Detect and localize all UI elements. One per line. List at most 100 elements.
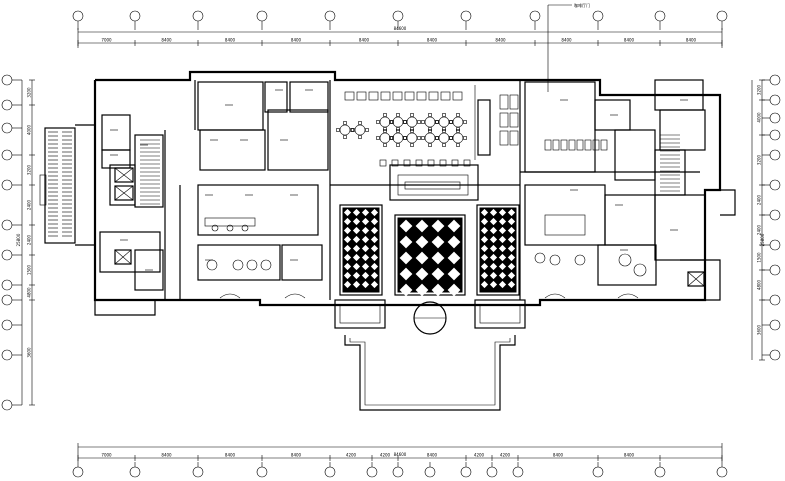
cafe-table (424, 116, 436, 128)
booth-seat (416, 91, 427, 101)
grid-bubble-left (1, 74, 13, 86)
dimension-label: 4200 (474, 453, 485, 458)
round-table (260, 259, 272, 271)
grid-bubble-bottom (424, 466, 436, 478)
dimension-label: 8400 (225, 453, 236, 458)
grid-bubble-bottom (324, 466, 336, 478)
grid-bubble-right (769, 209, 781, 221)
front-wall-windows (219, 293, 639, 299)
grid-bubble-top (324, 10, 336, 22)
dimension-label: 1500 (757, 252, 762, 263)
cafe-table (452, 116, 464, 128)
dimension-label: 2400 (27, 199, 32, 210)
cafe-table (339, 124, 351, 136)
grid-bubble-top (129, 10, 141, 22)
grid-bubble-bottom (486, 466, 498, 478)
dimension-label: 4000 (757, 112, 762, 123)
kitchen-equipment (509, 94, 519, 110)
kitchen-equipment (584, 139, 592, 151)
grid-bubble-right (769, 112, 781, 124)
dimension-label: 4000 (27, 124, 32, 135)
window-arc (284, 293, 306, 299)
cafe-table (424, 132, 436, 144)
grid-bubble-left (1, 294, 13, 306)
grid-bubble-top (192, 10, 204, 22)
grid-bubble-right (769, 129, 781, 141)
dimension-label: 8400 (553, 453, 564, 458)
dimension-label: 4800 (27, 287, 32, 298)
dimension-label: 8400 (495, 38, 506, 43)
top-grid-bubbles (72, 10, 728, 30)
right-grid-bubbles (762, 74, 781, 361)
grid-bubble-top (529, 10, 541, 22)
dimension-label: 2400 (757, 224, 762, 235)
lobby-pattern-right (476, 204, 520, 296)
dimension-label: 8400 (624, 38, 635, 43)
cafe-table (379, 116, 391, 128)
grid-bubble-top (392, 10, 404, 22)
window-arc (544, 293, 566, 299)
dimension-label: 8400 (291, 453, 302, 458)
conference-table (544, 214, 586, 236)
bar-stool (415, 159, 423, 167)
bar-stool (427, 159, 435, 167)
dimension-label: 8400 (225, 38, 236, 43)
dimension-label: 4800 (757, 279, 762, 290)
dimension-label: 8400 (161, 453, 172, 458)
bar-stool (463, 159, 471, 167)
dimension-label: 2400 (757, 194, 762, 205)
dimension-label: 8400 (624, 453, 635, 458)
kitchen-equipment (568, 139, 576, 151)
bar-stool (451, 159, 459, 167)
grid-bubble-left (1, 122, 13, 134)
bar-stool (439, 159, 447, 167)
grid-bubble-top (460, 10, 472, 22)
cafe-table (438, 116, 450, 128)
grid-bubble-bottom (592, 466, 604, 478)
cafe-table (452, 132, 464, 144)
kitchen-equipment (552, 139, 560, 151)
kitchen-equipment (499, 112, 509, 128)
dimension-label: 3200 (757, 84, 762, 95)
elevators (114, 167, 705, 287)
lobby-bar (389, 85, 491, 201)
booth-seat (404, 91, 415, 101)
overall-dimension-bottom: 84600 (394, 452, 407, 457)
dimension-label: 8400 (359, 38, 370, 43)
cafe-table (379, 132, 391, 144)
grid-bubble-left (1, 219, 13, 231)
bar-stool (391, 159, 399, 167)
entrance-canopy (334, 299, 526, 411)
office-chair (241, 224, 249, 232)
kitchen-equipment (499, 130, 509, 146)
bottom-grid-bubbles (72, 462, 728, 478)
round-table (232, 259, 244, 271)
dimension-label: 3600 (27, 347, 32, 358)
round-table (206, 259, 218, 271)
dimension-label: 8400 (291, 38, 302, 43)
grid-bubble-right (769, 94, 781, 106)
cafe-table (406, 116, 418, 128)
kitchen-equipment (576, 139, 584, 151)
grid-bubble-bottom (716, 466, 728, 478)
kitchen-equipment (509, 112, 519, 128)
grid-bubble-bottom (129, 466, 141, 478)
cafe-table (406, 132, 418, 144)
booth-seat (392, 91, 403, 101)
grid-bubble-bottom (654, 466, 666, 478)
grid-bubble-left (1, 319, 13, 331)
grid-bubble-top (654, 10, 666, 22)
grid-bubble-bottom (72, 466, 84, 478)
grid-bubble-top (72, 10, 84, 22)
right-stairs (660, 134, 680, 192)
dimension-label: 8400 (427, 453, 438, 458)
cafe-seating (204, 91, 647, 277)
overall-dimension-right: 25800 (760, 233, 765, 246)
top-note-text: 咖啡厅门 (574, 2, 590, 8)
office-chair (226, 224, 234, 232)
cafe-table (392, 116, 404, 128)
dimension-label: 3200 (757, 154, 762, 165)
